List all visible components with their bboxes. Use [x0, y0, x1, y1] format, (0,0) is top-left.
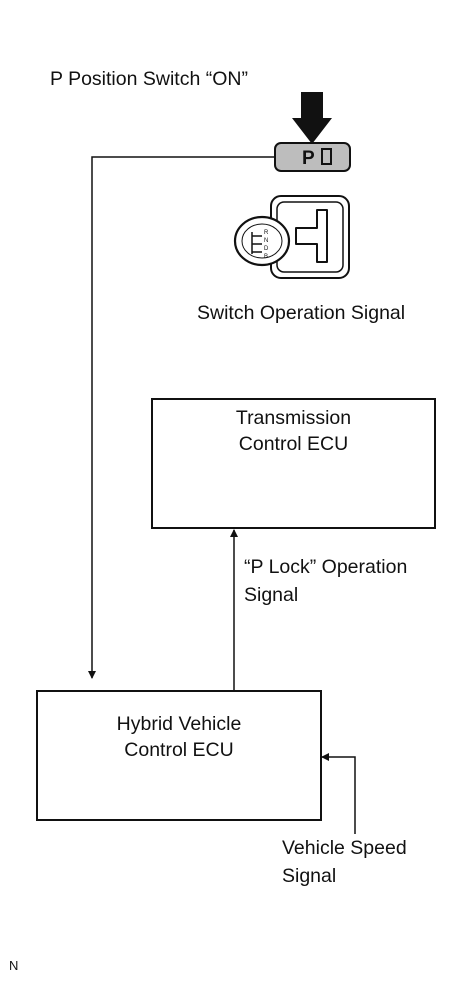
- p-switch-on-label: P Position Switch “ON”: [50, 68, 248, 90]
- switch-to-hybrid-wire: [88, 156, 275, 679]
- hybrid-box-line2: Control ECU: [124, 739, 234, 761]
- p-switch-text: P: [302, 148, 315, 169]
- p-lock-signal-label-line2: Signal: [244, 584, 299, 606]
- footnote-mark: N: [9, 958, 19, 973]
- p-indicator-icon: [321, 148, 332, 165]
- svg-text:B: B: [264, 254, 268, 260]
- svg-text:R: R: [264, 230, 269, 236]
- push-arrow-icon: [292, 92, 332, 144]
- transmission-control-ecu-box: Transmission Control ECU: [151, 398, 436, 529]
- p-lock-signal-label-line1: “P Lock” Operation: [244, 556, 408, 578]
- transmission-box-line2: Control ECU: [238, 433, 349, 455]
- vehicle-speed-signal-label-line1: Vehicle Speed: [282, 837, 407, 859]
- vehicle-speed-signal-label-line2: Signal: [282, 865, 337, 887]
- svg-text:D: D: [264, 246, 269, 252]
- hybrid-vehicle-control-ecu-box: Hybrid Vehicle Control ECU: [36, 690, 322, 821]
- vehicle-speed-wire: [321, 753, 356, 834]
- shift-lever-icon: R N D B: [233, 195, 350, 279]
- transmission-box-line1: Transmission: [235, 407, 352, 429]
- svg-text:N: N: [264, 238, 268, 244]
- p-position-switch-button[interactable]: P: [274, 142, 351, 172]
- switch-operation-signal-label: Switch Operation Signal: [197, 302, 406, 324]
- hybrid-box-line1: Hybrid Vehicle: [116, 713, 242, 735]
